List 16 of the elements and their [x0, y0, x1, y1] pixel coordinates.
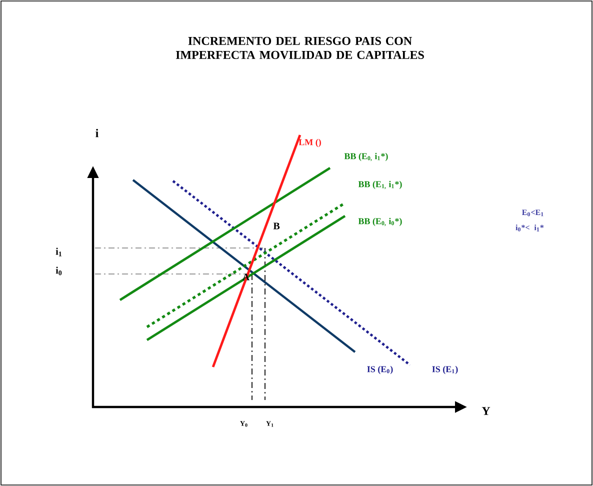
axis-label: i: [96, 128, 98, 138]
point-label: B: [273, 222, 280, 230]
note: i$_{1}$*: [534, 224, 544, 232]
curve-label: BB (E$_{1,}$ i$_{1}$*): [358, 180, 402, 190]
curve-label: IS (E$_{1}$): [432, 366, 458, 374]
tick-label: i$_{0}$: [56, 266, 62, 276]
curve-label: IS (E$_{0}$): [367, 366, 393, 374]
curve-label: BB (E$_{0,}$ i$_{0}$*): [358, 218, 402, 226]
tick-label: i$_{1}$: [56, 248, 62, 256]
note: E$_{0}$<E$_{1}$: [522, 210, 544, 216]
curve-label: BB (E$_{0,}$ i$_{1}$*): [344, 152, 388, 162]
note: i$_{0}$*<: [516, 224, 530, 232]
axis-label: Y: [482, 407, 490, 415]
curve-label: LM (): [298, 138, 321, 148]
title: INCREMENTO DEL RIESGO PAIS CON IMPERFECTA MOVILIDAD DE CAPITALES: [176, 36, 424, 60]
point-label: A: [242, 274, 250, 280]
